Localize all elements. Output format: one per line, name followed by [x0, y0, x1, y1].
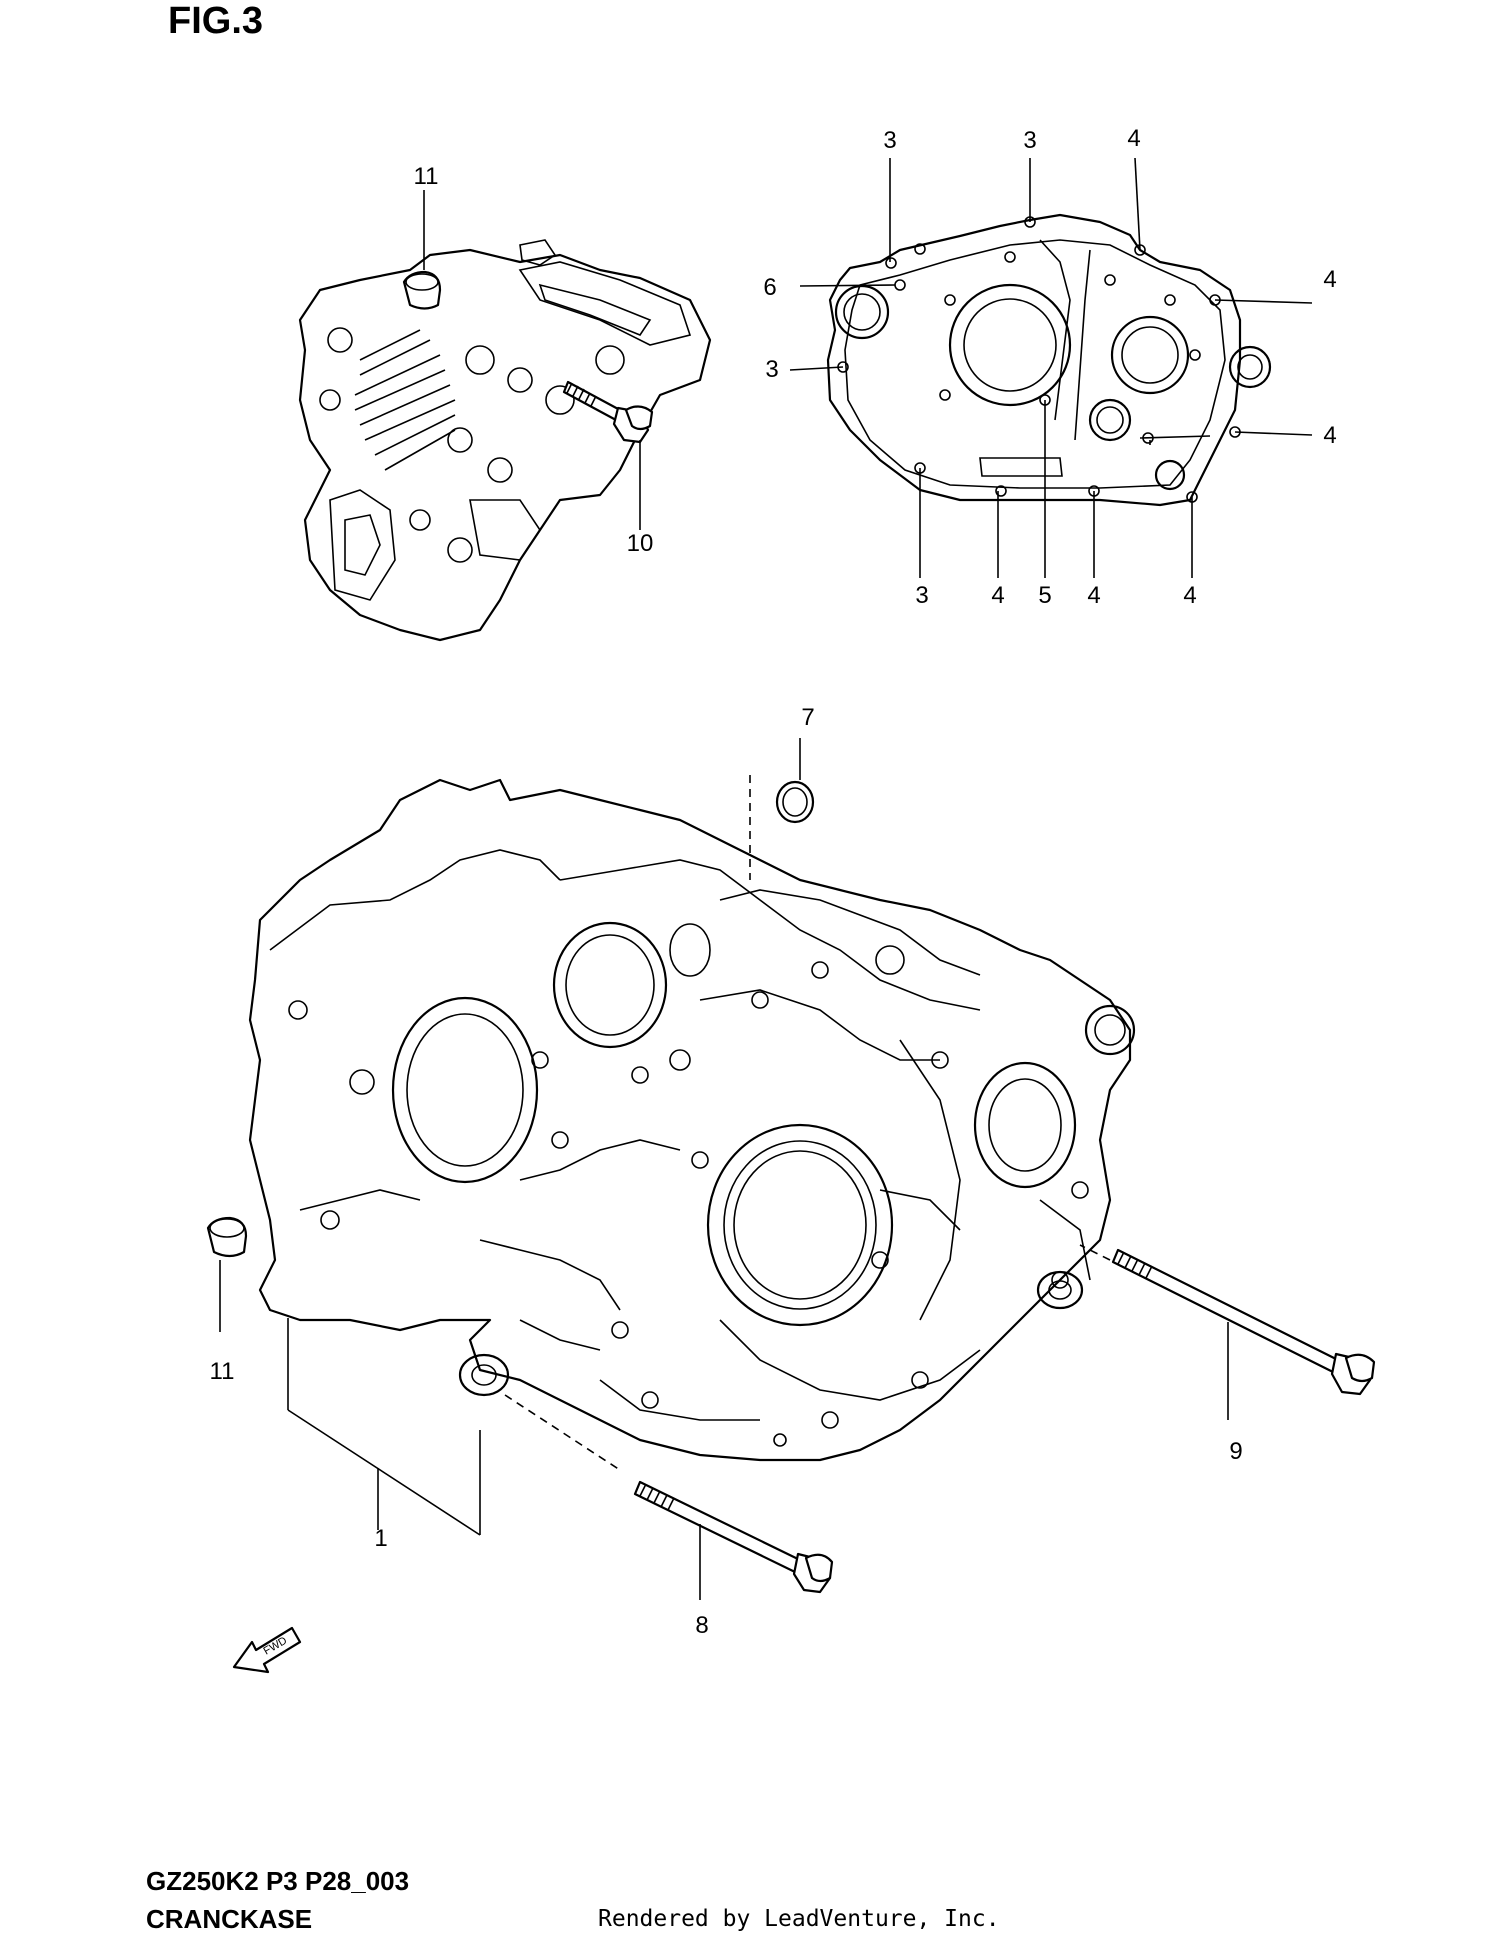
- part-10-bolt: [562, 380, 654, 444]
- callout-4-a: 4: [1127, 125, 1141, 152]
- callout-4-c: 4: [1323, 422, 1337, 449]
- section-name: CRANCKASE: [146, 1904, 313, 1934]
- callout-11-lower: 11: [209, 1358, 235, 1385]
- callout-3-b: 3: [1023, 127, 1037, 154]
- callout-3-d: 3: [915, 582, 929, 609]
- figure-title: FIG.3: [168, 0, 264, 42]
- part-7-o-ring: [775, 780, 815, 824]
- main-crankcase-assembly-drawing: [248, 778, 1136, 1462]
- callout-4-e: 4: [1087, 582, 1101, 609]
- leader-9-dashed: [1079, 1244, 1111, 1261]
- rendered-by-credit: Rendered by LeadVenture, Inc.: [598, 1906, 1000, 1932]
- callout-10: 10: [626, 530, 654, 557]
- callout-5: 5: [1038, 582, 1052, 609]
- callout-3-c: 3: [765, 356, 779, 383]
- part-8-bolt: [633, 1480, 834, 1594]
- upper-crankcase-half-drawing: [298, 239, 712, 642]
- callout-1: 1: [374, 1525, 388, 1552]
- side-view-leaders: [789, 157, 1313, 578]
- callout-4-b: 4: [1323, 266, 1337, 293]
- part-11-cap-lower: [206, 1216, 248, 1258]
- callout-6: 6: [763, 274, 777, 301]
- callout-4-f: 4: [1183, 582, 1197, 609]
- leader-8-dashed: [504, 1394, 621, 1471]
- callout-3-a: 3: [883, 127, 897, 154]
- fwd-arrow: FWD: [232, 1626, 302, 1674]
- callout-4-d: 4: [991, 582, 1005, 609]
- crankcase-side-view-drawing: [826, 213, 1272, 507]
- callout-8: 8: [695, 1612, 709, 1639]
- callout-7: 7: [801, 704, 815, 731]
- callout-11-top: 11: [413, 163, 439, 190]
- part-11-cap-top: [402, 270, 442, 310]
- model-code: GZ250K2 P3 P28_003: [146, 1866, 410, 1896]
- part-9-bolt: [1111, 1248, 1376, 1396]
- part-1-bracket: [287, 1318, 481, 1536]
- callout-9: 9: [1229, 1438, 1243, 1465]
